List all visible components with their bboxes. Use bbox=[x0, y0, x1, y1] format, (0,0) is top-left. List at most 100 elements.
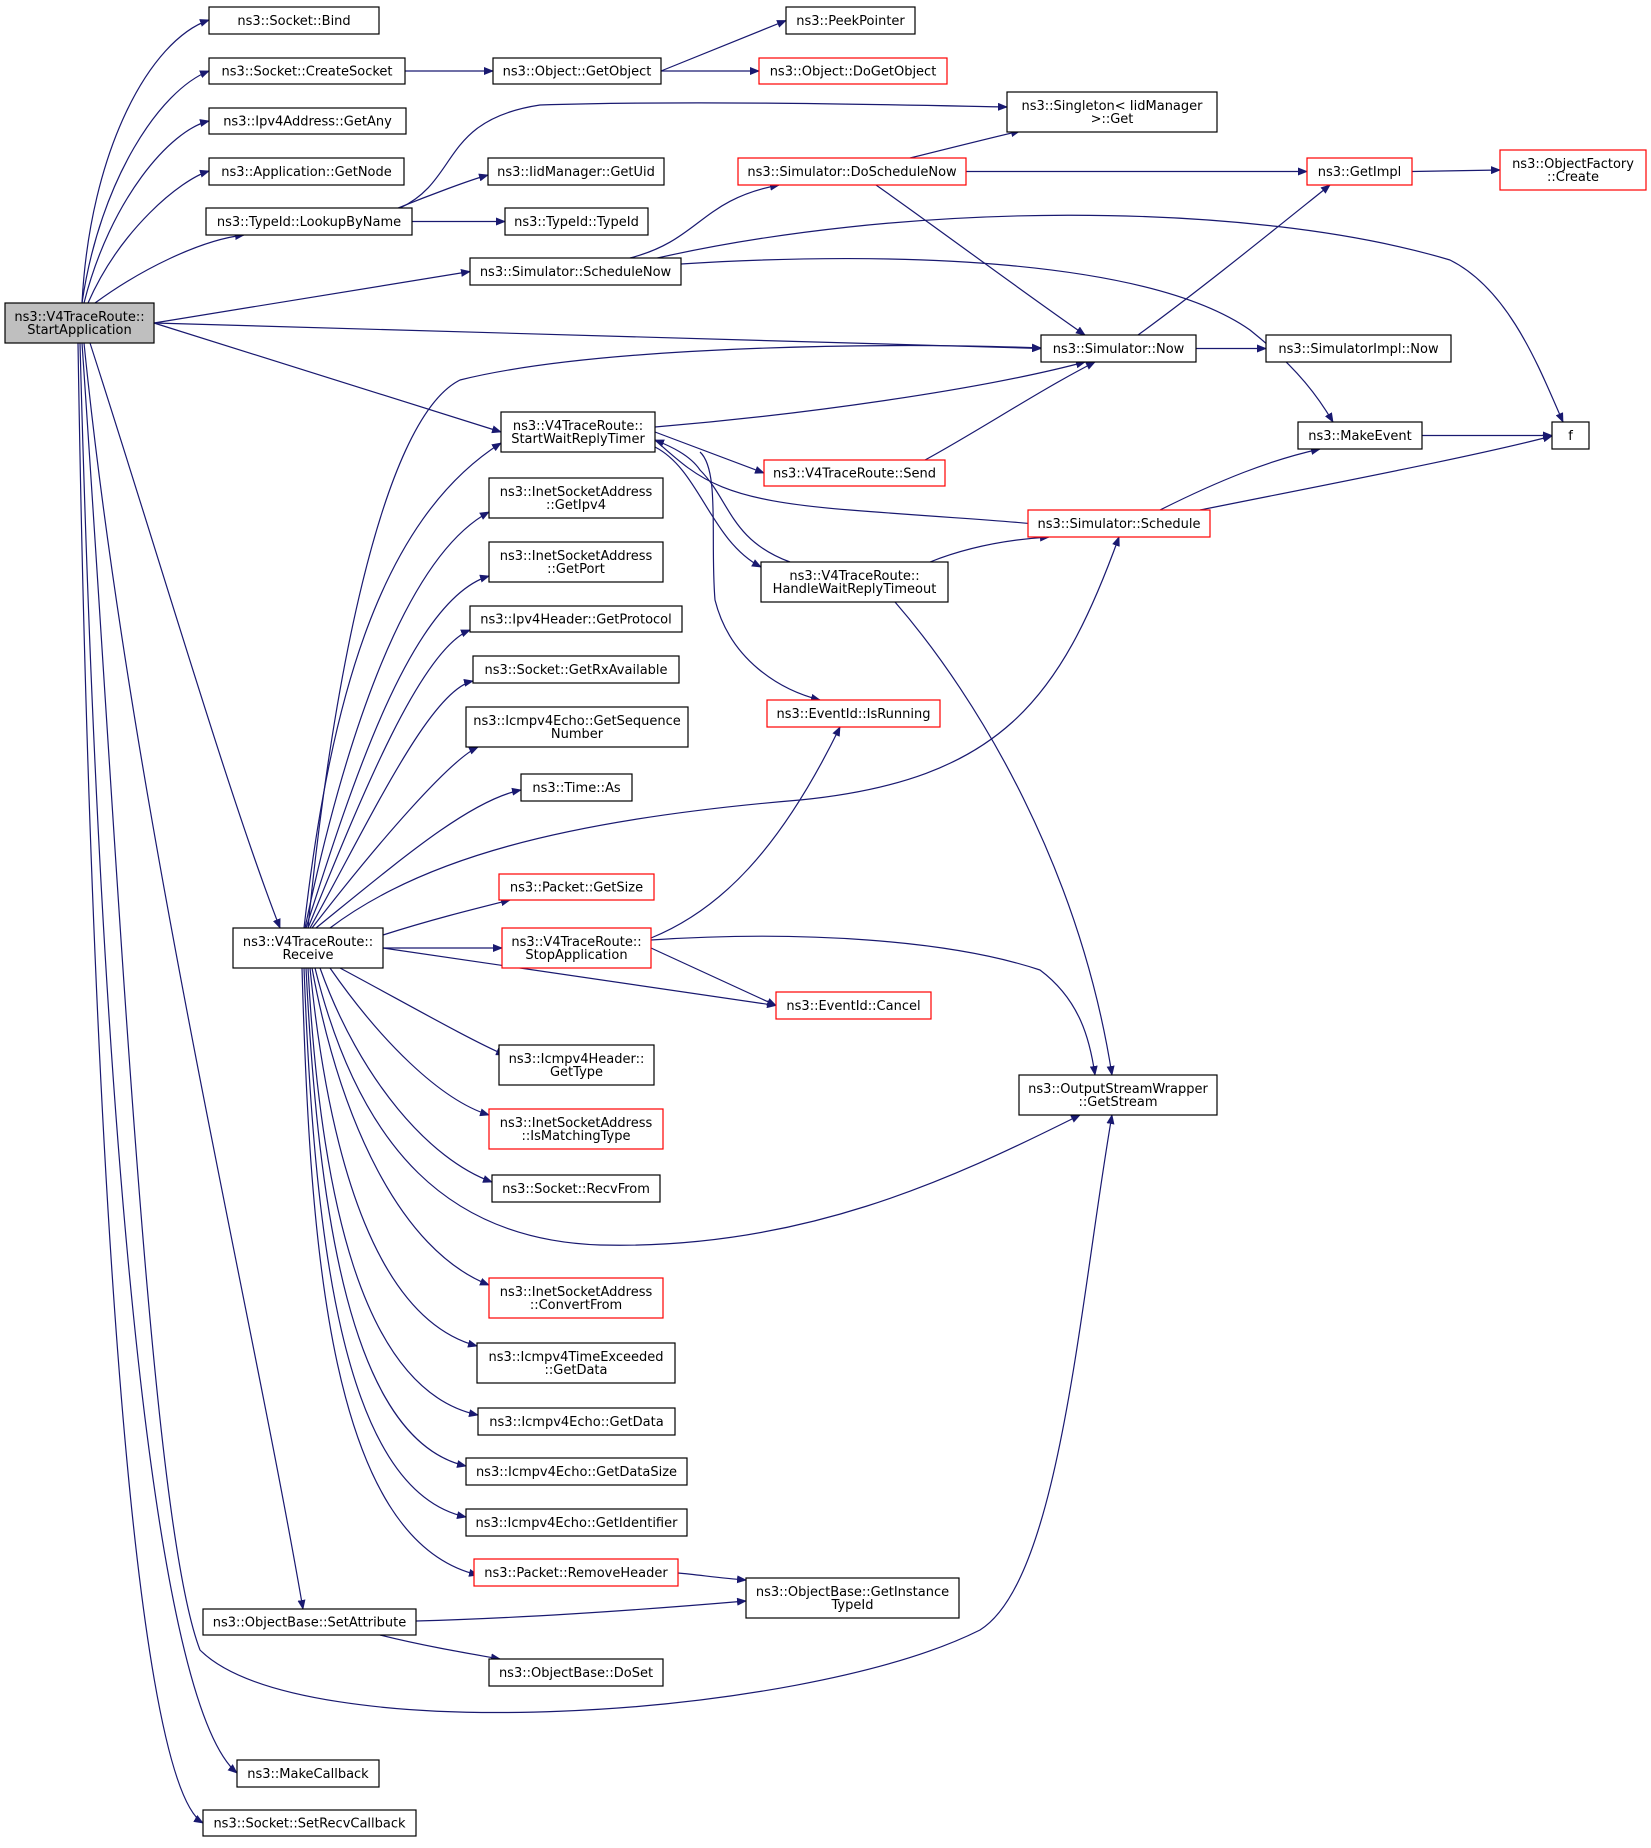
node-box[interactable] bbox=[488, 477, 664, 519]
node-objfactorycreate[interactable]: ns3::ObjectFactory::Create bbox=[1499, 149, 1647, 191]
node-box[interactable] bbox=[737, 157, 967, 186]
node-stopapp[interactable]: ns3::V4TraceRoute::StopApplication bbox=[501, 927, 652, 969]
node-box[interactable] bbox=[469, 605, 683, 633]
node-box[interactable] bbox=[232, 927, 384, 969]
node-box[interactable] bbox=[476, 1342, 676, 1384]
node-box[interactable] bbox=[1018, 1074, 1218, 1116]
node-echogetid[interactable]: ns3::Icmpv4Echo::GetIdentifier bbox=[465, 1508, 688, 1537]
node-box[interactable] bbox=[236, 1759, 380, 1788]
node-getnode[interactable]: ns3::Application::GetNode bbox=[208, 157, 405, 186]
node-box[interactable] bbox=[520, 773, 633, 802]
node-doset[interactable]: ns3::ObjectBase::DoSet bbox=[488, 1658, 664, 1687]
node-icmpgettype[interactable]: ns3::Icmpv4Header::GetType bbox=[498, 1044, 655, 1086]
node-getstream[interactable]: ns3::OutputStreamWrapper::GetStream bbox=[1018, 1074, 1218, 1116]
node-timeas[interactable]: ns3::Time::As bbox=[520, 773, 633, 802]
node-box[interactable] bbox=[1040, 334, 1197, 363]
node-doschedulenow[interactable]: ns3::Simulator::DoScheduleNow bbox=[737, 157, 967, 186]
node-f[interactable]: f bbox=[1551, 421, 1590, 450]
node-getobject[interactable]: ns3::Object::GetObject bbox=[492, 57, 662, 85]
node-makecallback[interactable]: ns3::MakeCallback bbox=[236, 1759, 380, 1788]
node-box[interactable] bbox=[504, 207, 649, 236]
node-setrecvcallback[interactable]: ns3::Socket::SetRecvCallback bbox=[202, 1809, 417, 1837]
node-now[interactable]: ns3::Simulator::Now bbox=[1040, 334, 1197, 363]
node-box[interactable] bbox=[487, 157, 665, 186]
node-startwait[interactable]: ns3::V4TraceRoute::StartWaitReplyTimer bbox=[500, 411, 656, 453]
node-box[interactable] bbox=[202, 1608, 417, 1636]
node-echogetdata[interactable]: ns3::Icmpv4Echo::GetData bbox=[477, 1407, 676, 1436]
node-box[interactable] bbox=[785, 6, 916, 35]
node-getuid[interactable]: ns3::IidManager::GetUid bbox=[487, 157, 665, 186]
node-box[interactable] bbox=[1297, 421, 1423, 450]
node-typeid[interactable]: ns3::TypeId::TypeId bbox=[504, 207, 649, 236]
node-isrunning[interactable]: ns3::EventId::IsRunning bbox=[766, 699, 941, 728]
node-setattribute[interactable]: ns3::ObjectBase::SetAttribute bbox=[202, 1608, 417, 1636]
node-box[interactable] bbox=[4, 302, 155, 344]
node-getprotocol[interactable]: ns3::Ipv4Header::GetProtocol bbox=[469, 605, 683, 633]
node-convertfrom[interactable]: ns3::InetSocketAddress::ConvertFrom bbox=[488, 1277, 664, 1319]
node-box[interactable] bbox=[491, 1174, 661, 1203]
node-box[interactable] bbox=[1306, 157, 1413, 186]
node-send[interactable]: ns3::V4TraceRoute::Send bbox=[763, 459, 946, 487]
node-box[interactable] bbox=[488, 1658, 664, 1687]
node-box[interactable] bbox=[758, 57, 948, 85]
node-box[interactable] bbox=[208, 107, 407, 135]
node-getipv4[interactable]: ns3::InetSocketAddress::GetIpv4 bbox=[488, 477, 664, 519]
node-root[interactable]: ns3::V4TraceRoute::StartApplication bbox=[4, 302, 155, 344]
node-box[interactable] bbox=[760, 561, 949, 603]
node-getimpl[interactable]: ns3::GetImpl bbox=[1306, 157, 1413, 186]
node-box[interactable] bbox=[766, 699, 941, 728]
node-getany[interactable]: ns3::Ipv4Address::GetAny bbox=[208, 107, 407, 135]
node-singletonget[interactable]: ns3::Singleton< IidManager>::Get bbox=[1006, 91, 1218, 133]
node-box[interactable] bbox=[492, 57, 662, 85]
node-lookupbyname[interactable]: ns3::TypeId::LookupByName bbox=[205, 207, 413, 236]
node-box[interactable] bbox=[1499, 149, 1647, 191]
node-schedule[interactable]: ns3::Simulator::Schedule bbox=[1027, 509, 1211, 538]
node-getport[interactable]: ns3::InetSocketAddress::GetPort bbox=[488, 541, 664, 583]
node-box[interactable] bbox=[1006, 91, 1218, 133]
node-box[interactable] bbox=[498, 1044, 655, 1086]
node-dogetobject[interactable]: ns3::Object::DoGetObject bbox=[758, 57, 948, 85]
node-box[interactable] bbox=[1027, 509, 1211, 538]
node-box[interactable] bbox=[763, 459, 946, 487]
node-box[interactable] bbox=[208, 57, 406, 85]
node-box[interactable] bbox=[465, 1457, 688, 1486]
node-bind[interactable]: ns3::Socket::Bind bbox=[208, 6, 380, 35]
node-box[interactable] bbox=[775, 991, 932, 1020]
node-handlewait[interactable]: ns3::V4TraceRoute::HandleWaitReplyTimeou… bbox=[760, 561, 949, 603]
node-box[interactable] bbox=[208, 157, 405, 186]
node-box[interactable] bbox=[488, 1108, 664, 1150]
node-cancel[interactable]: ns3::EventId::Cancel bbox=[775, 991, 932, 1020]
node-timeexceeded[interactable]: ns3::Icmpv4TimeExceeded::GetData bbox=[476, 1342, 676, 1384]
node-box[interactable] bbox=[472, 655, 680, 684]
node-box[interactable] bbox=[465, 1508, 688, 1537]
node-receive[interactable]: ns3::V4TraceRoute::Receive bbox=[232, 927, 384, 969]
node-box[interactable] bbox=[208, 6, 380, 35]
node-echogetdatasize[interactable]: ns3::Icmpv4Echo::GetDataSize bbox=[465, 1457, 688, 1486]
node-box[interactable] bbox=[1265, 334, 1452, 363]
node-box[interactable] bbox=[500, 411, 656, 453]
node-removeheader[interactable]: ns3::Packet::RemoveHeader bbox=[473, 1558, 679, 1587]
node-box[interactable] bbox=[745, 1577, 960, 1619]
node-getrxavailable[interactable]: ns3::Socket::GetRxAvailable bbox=[472, 655, 680, 684]
node-box[interactable] bbox=[1551, 421, 1590, 450]
node-box[interactable] bbox=[473, 1558, 679, 1587]
node-peekpointer[interactable]: ns3::PeekPointer bbox=[785, 6, 916, 35]
node-box[interactable] bbox=[465, 706, 689, 748]
node-box[interactable] bbox=[205, 207, 413, 236]
node-ismatching[interactable]: ns3::InetSocketAddress::IsMatchingType bbox=[488, 1108, 664, 1150]
node-box[interactable] bbox=[488, 541, 664, 583]
node-box[interactable] bbox=[202, 1809, 417, 1837]
node-box[interactable] bbox=[469, 257, 682, 286]
node-box[interactable] bbox=[501, 927, 652, 969]
node-box[interactable] bbox=[498, 873, 655, 901]
node-simimplnow[interactable]: ns3::SimulatorImpl::Now bbox=[1265, 334, 1452, 363]
node-schedulenow[interactable]: ns3::Simulator::ScheduleNow bbox=[469, 257, 682, 286]
node-box[interactable] bbox=[488, 1277, 664, 1319]
node-makeevent[interactable]: ns3::MakeEvent bbox=[1297, 421, 1423, 450]
node-createsocket[interactable]: ns3::Socket::CreateSocket bbox=[208, 57, 406, 85]
node-box[interactable] bbox=[477, 1407, 676, 1436]
node-packetgetsize[interactable]: ns3::Packet::GetSize bbox=[498, 873, 655, 901]
node-recvfrom[interactable]: ns3::Socket::RecvFrom bbox=[491, 1174, 661, 1203]
